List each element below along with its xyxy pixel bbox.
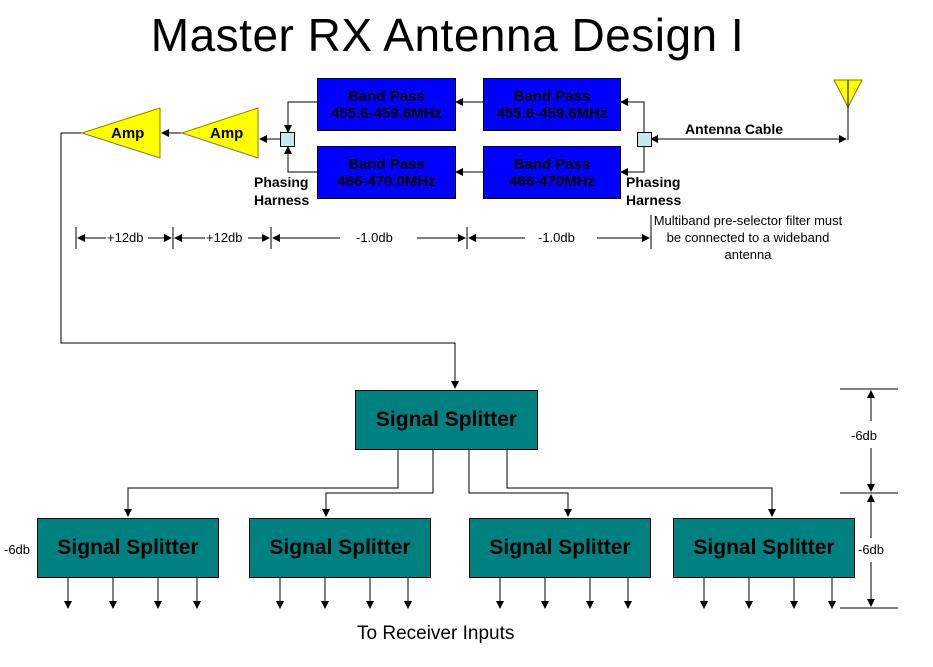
- main-signal-splitter: Signal Splitter: [355, 390, 538, 450]
- loss-label-left: -6db: [4, 542, 31, 557]
- phasing-harness-right: [637, 132, 652, 147]
- sub-signal-splitter-1: Signal Splitter: [37, 518, 219, 578]
- sub-signal-splitter-2: Signal Splitter: [249, 518, 431, 578]
- gain-label: -1.0db: [356, 230, 393, 245]
- bandpass-name: Band Pass: [513, 155, 591, 173]
- bandpass-name: Band Pass: [513, 87, 591, 105]
- bandpass-name: Band Pass: [348, 155, 425, 173]
- loss-label-right: -6db: [858, 542, 885, 557]
- antenna-cable-label: Antenna Cable: [685, 121, 784, 137]
- bandpass-freq: 466-470MHz: [509, 172, 595, 190]
- gain-label: -1.0db: [538, 230, 575, 245]
- bandpass-freq: 455.6-459.6MHz: [331, 104, 442, 122]
- sub-signal-splitter-4: Signal Splitter: [673, 518, 855, 578]
- amp-label-1: Amp: [111, 125, 145, 142]
- loss-label-top: -6db: [851, 428, 878, 443]
- amp-2-shape: [180, 107, 259, 159]
- antenna-icon: [833, 79, 863, 140]
- bandpass-freq: 466-470.0MHz: [337, 172, 436, 190]
- amp-1-shape: [80, 107, 161, 159]
- sub-signal-splitter-3: Signal Splitter: [469, 518, 651, 578]
- page-title: Master RX Antenna Design I: [150, 9, 745, 61]
- bandpass-name: Band Pass: [348, 87, 425, 105]
- amp-label-2: Amp: [210, 125, 244, 142]
- gain-label: +12db: [107, 230, 144, 245]
- receiver-inputs-label: To Receiver Inputs: [357, 623, 515, 644]
- gain-label: +12db: [206, 230, 243, 245]
- antenna-note: Multiband pre-selector filter must be co…: [653, 213, 843, 262]
- phasing-harness-left: [280, 132, 295, 147]
- bandpass-freq: 455.6-459.6MHz: [496, 104, 608, 122]
